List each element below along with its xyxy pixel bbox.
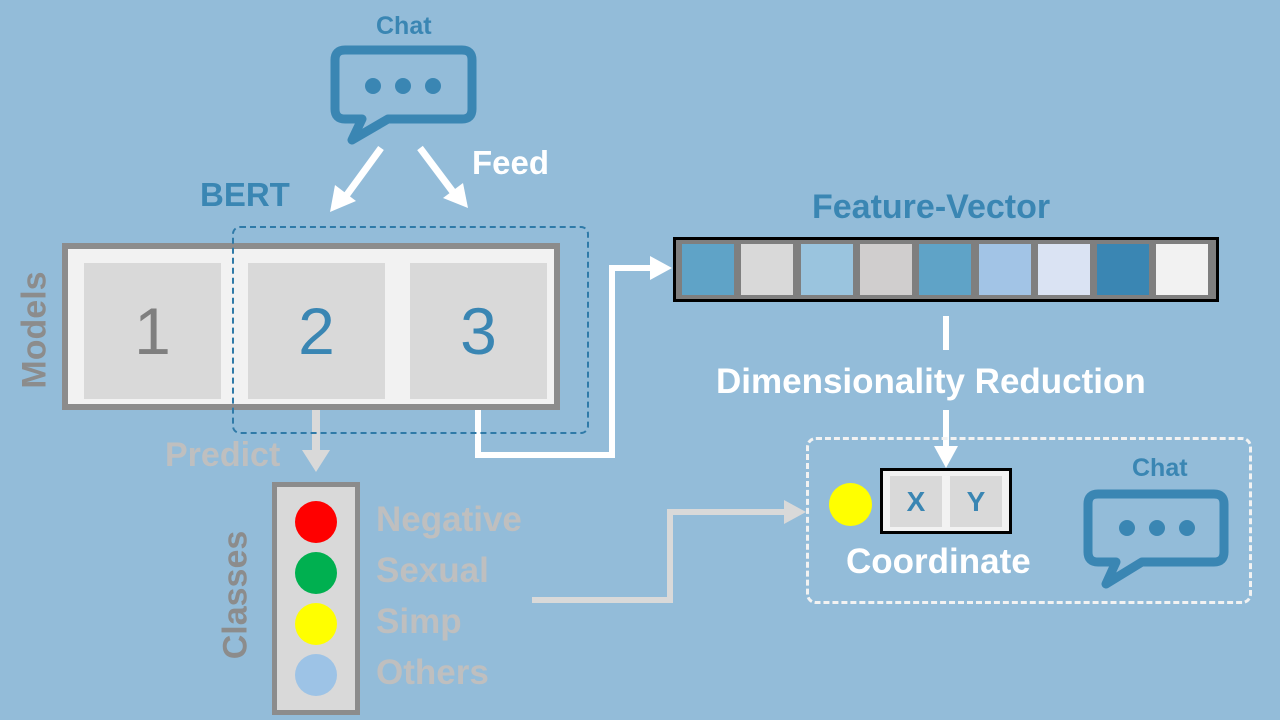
coordinate-point-marker: [829, 483, 872, 526]
y-cell: Y: [950, 476, 1002, 527]
coordinate-label: Coordinate: [846, 542, 1031, 581]
model-cell-2: 2: [248, 263, 385, 399]
feed-arrow-left: [330, 145, 384, 212]
feature-vector-cell: [978, 244, 1031, 295]
x-cell: X: [890, 476, 942, 527]
class-label-negative: Negative: [376, 500, 522, 539]
arrow-feature-vector-to-coordinate: [934, 316, 958, 468]
class-label-sexual: Sexual: [376, 551, 489, 590]
feature-vector-cell: [859, 244, 912, 295]
classes-axis-label: Classes: [216, 530, 255, 660]
feature-vector-label: Feature-Vector: [812, 188, 1051, 226]
arrow-classes-to-coordinate: [532, 500, 806, 603]
class-dot-others: [295, 654, 337, 696]
feature-vector-cell: [800, 244, 853, 295]
coordinate-area: [806, 437, 1252, 604]
class-dot-sexual: [295, 552, 337, 594]
model-cell-3: 3: [410, 263, 547, 399]
chat-label-right: Chat: [1132, 454, 1188, 482]
chat-label-top: Chat: [376, 12, 432, 40]
models-axis-label: Models: [15, 271, 54, 389]
bert-label: BERT: [200, 176, 290, 213]
bert-group-outline: [232, 226, 589, 434]
feed-label: Feed: [472, 144, 550, 181]
feature-vector-cell: [1097, 244, 1150, 295]
class-dot-simp: [295, 603, 337, 645]
feed-arrow-right: [417, 145, 468, 208]
feature-vector-cell: [741, 244, 794, 295]
class-label-others: Others: [376, 653, 489, 692]
feature-vector-cell: [1156, 244, 1209, 295]
dimensionality-reduction-label: Dimensionality Reduction: [716, 362, 1146, 401]
feature-vector-cell: [919, 244, 972, 295]
feature-vector-cell: [1037, 244, 1090, 295]
predict-label: Predict: [165, 436, 281, 474]
arrow-model3-to-feature-vector: [475, 256, 672, 458]
feature-vector-cell: [682, 244, 734, 295]
model-cell-1: 1: [84, 263, 221, 399]
class-label-simp: Simp: [376, 602, 462, 641]
class-dot-negative: [295, 501, 337, 543]
